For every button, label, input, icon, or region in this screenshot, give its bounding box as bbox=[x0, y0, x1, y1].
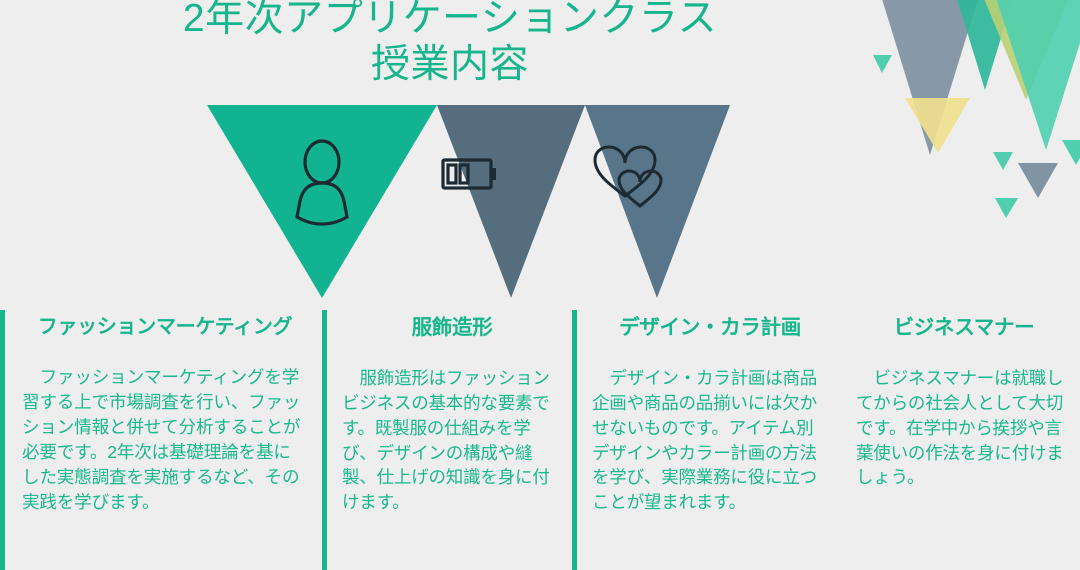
page-title: 2年次アプリケーションクラス 授業内容 bbox=[0, 0, 900, 88]
funnel-segment-fashion-marketing[interactable] bbox=[207, 105, 437, 298]
person-icon bbox=[295, 139, 349, 226]
column-rule bbox=[572, 310, 577, 570]
battery-icon bbox=[441, 158, 496, 190]
funnel-segment-clothing-design[interactable] bbox=[437, 105, 585, 298]
column-clothing-design: 服飾造形 服飾造形はファッションビジネスの基本的な要素です。既製服の仕組みを学び… bbox=[322, 300, 572, 570]
title-line-2: 授業内容 bbox=[370, 43, 529, 87]
column-heading: ファッションマーケティング bbox=[37, 316, 293, 338]
funnel-icon-layer bbox=[295, 139, 663, 226]
column-body: 服飾造形はファッションビジネスの基本的な要素です。既製服の仕組みを学び、デザイン… bbox=[342, 368, 550, 513]
column-rule bbox=[322, 310, 327, 570]
column-heading: デザイン・カラ計画 bbox=[619, 316, 801, 339]
column-heading: ビジネスマナー bbox=[893, 316, 1035, 339]
column-business-manner: ビジネスマナー ビジネスマナーは就職してからの社会人として大切です。在学中から挨… bbox=[836, 300, 1080, 570]
content-columns: ファッションマーケティング ファッションマーケティングを学習する上で市場調査を行… bbox=[0, 300, 1080, 570]
column-body: ファッションマーケティングを学習する上で市場調査を行い、ファッション情報と併せて… bbox=[22, 367, 301, 512]
column-heading: 服飾造形 bbox=[411, 316, 493, 339]
column-body: デザイン・カラ計画は商品企画や商品の品揃いには欠かせないものです。アイテム別デザ… bbox=[592, 368, 818, 513]
column-rule bbox=[0, 310, 5, 570]
column-fashion-marketing: ファッションマーケティング ファッションマーケティングを学習する上で市場調査を行… bbox=[0, 300, 322, 570]
column-body: ビジネスマナーは就職してからの社会人として大切です。在学中から挨拶や言葉使いの作… bbox=[856, 368, 1064, 488]
column-design-color-plan: デザイン・カラ計画 デザイン・カラ計画は商品企画や商品の品揃いには欠かせないもの… bbox=[572, 300, 836, 570]
title-line-1: 2年次アプリケーションクラス bbox=[182, 0, 718, 40]
two-hearts-icon bbox=[593, 145, 663, 208]
